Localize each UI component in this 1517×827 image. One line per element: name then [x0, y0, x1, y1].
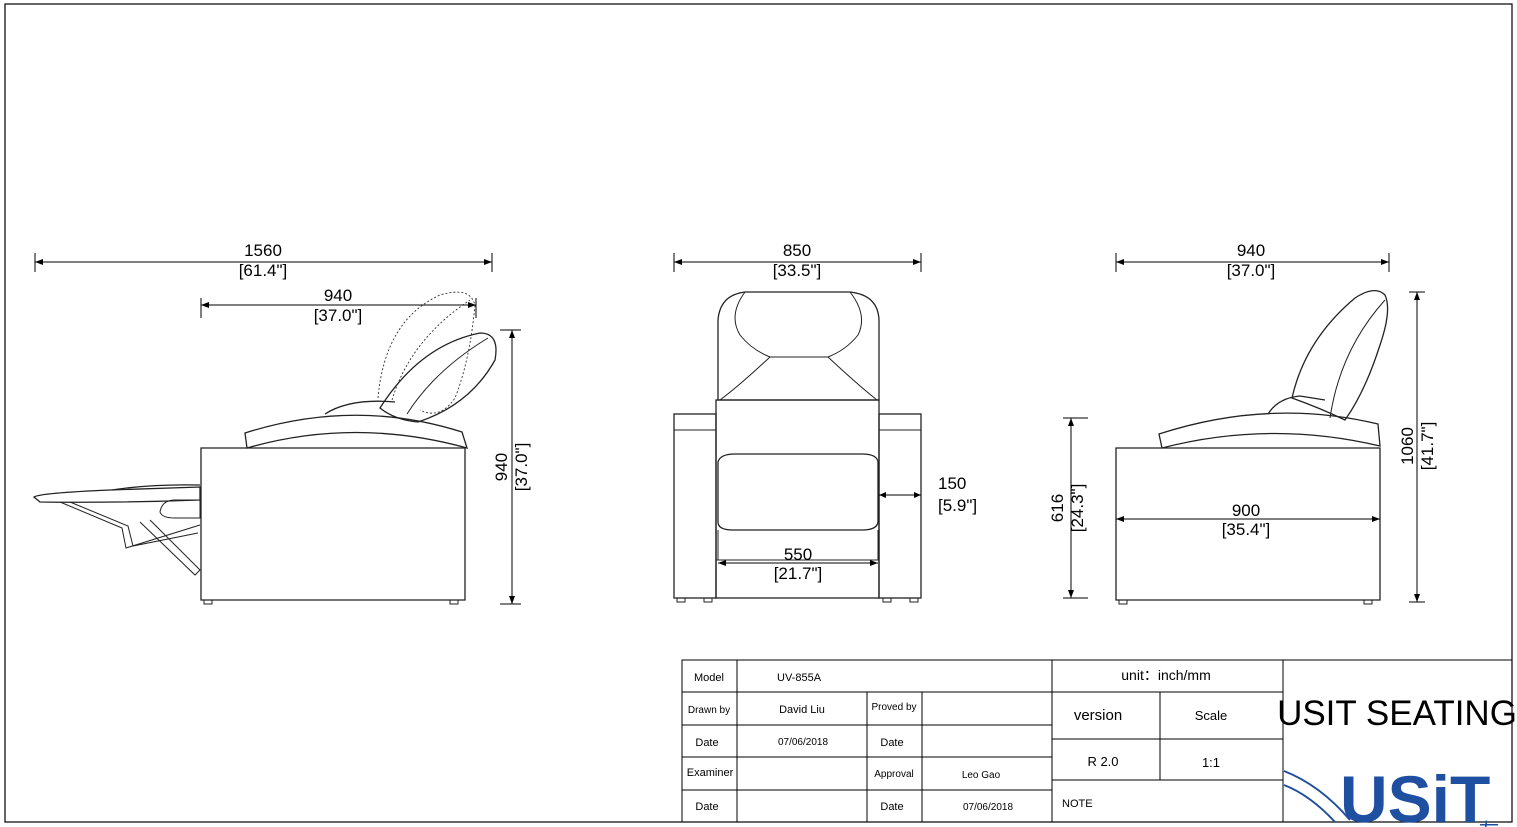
left-arm — [673, 413, 717, 599]
armrest — [244, 414, 468, 449]
armrest — [1158, 412, 1381, 449]
seat-cushion — [324, 400, 396, 415]
dim-seat-depth-inch: [37.0"] — [314, 306, 363, 325]
approval-date-value: 07/06/2018 — [963, 802, 1013, 813]
scale-value: 1:1 — [1202, 755, 1220, 770]
unit-text: unit：inch/mm — [1121, 667, 1210, 683]
front-view: 850 [33.5"] 550 [21.7"] 150 [5.9"] — [673, 241, 977, 603]
foot — [703, 597, 713, 603]
footrest-arm — [139, 519, 201, 576]
base-body — [200, 447, 466, 601]
dim-base-depth-inch: [35.4"] — [1222, 520, 1271, 539]
backrest-seam — [1329, 299, 1386, 419]
approval-label: Approval — [874, 769, 913, 780]
company-name: USIT SEATING — [1277, 694, 1517, 733]
backrest-seam — [406, 337, 489, 415]
dim-seat-depth-mm: 940 — [324, 286, 352, 305]
mechanism-pad — [159, 499, 201, 519]
usit-logo: USiT 友诚 — [1283, 762, 1500, 827]
date-label-4: Date — [880, 801, 903, 813]
foot — [203, 599, 213, 605]
logo-chinese: 友诚 — [1476, 820, 1500, 827]
backrest-seam-right — [827, 356, 878, 401]
dim-overall-height-mm: 1060 — [1398, 427, 1417, 465]
dim-height-inch: [37.0"] — [512, 443, 531, 492]
base-body — [1115, 447, 1381, 601]
dim-arm-height-mm: 616 — [1048, 494, 1067, 522]
model-label: Model — [694, 672, 724, 684]
seat-cushion — [1267, 395, 1326, 415]
backrest-reclined — [379, 332, 497, 423]
version-label: version — [1074, 707, 1122, 724]
drawn-by-label: Drawn by — [688, 705, 730, 716]
note-label: NOTE — [1062, 798, 1093, 810]
side-view: 940 [37.0"] 900 [35.4"] 616 [24.3"] 1060… — [1048, 241, 1437, 605]
model-value: UV-855A — [777, 672, 822, 684]
footrest-top — [111, 484, 201, 491]
footrest-sides — [717, 530, 879, 560]
right-arm — [878, 413, 922, 599]
approval-value: Leo Gao — [962, 770, 1001, 781]
date-label-3: Date — [695, 801, 718, 813]
dim-overall-width-mm: 1560 — [244, 241, 282, 260]
dim-front-width-mm: 850 — [783, 241, 811, 260]
dim-overall-width-inch: [61.4"] — [239, 261, 288, 280]
dim-arm-width-inch: [5.9"] — [938, 496, 977, 515]
dim-height-mm: 940 — [492, 453, 511, 481]
dim-seat-width-mm: 550 — [784, 545, 812, 564]
backrest — [717, 291, 880, 401]
footrest-linkage — [59, 501, 201, 549]
dim-side-depth-mm: 940 — [1237, 241, 1265, 260]
title-block: Model UV-855A Drawn by David Liu Proved … — [681, 659, 1517, 827]
dim-base-depth-mm: 900 — [1232, 501, 1260, 520]
dim-arm-height-inch: [24.3"] — [1068, 484, 1087, 533]
logo-text: USiT — [1340, 762, 1490, 827]
dim-seat-width-inch: [21.7"] — [774, 564, 823, 583]
examiner-label: Examiner — [687, 767, 734, 779]
date-label: Date — [695, 737, 718, 749]
backrest-upright-ghost-seam — [391, 299, 471, 401]
proved-by-label: Proved by — [871, 702, 916, 713]
headrest-panel — [734, 291, 863, 358]
date-label-2: Date — [880, 737, 903, 749]
version-value: R 2.0 — [1087, 754, 1118, 769]
date-value: 07/06/2018 — [778, 737, 828, 748]
foot — [909, 597, 919, 603]
backrest-seam-left — [719, 356, 771, 401]
dim-arm-width-mm: 150 — [938, 474, 966, 493]
footrest-linkage-2 — [69, 501, 199, 547]
backrest — [1291, 290, 1389, 421]
side-recline-view: 1560 [61.4"] 940 [37.0"] 940 [37.0"] — [32, 241, 531, 605]
foot — [449, 599, 459, 605]
dim-overall-height-inch: [41.7"] — [1418, 422, 1437, 471]
dim-side-depth-inch: [37.0"] — [1227, 261, 1276, 280]
scale-label: Scale — [1195, 708, 1228, 723]
foot — [882, 597, 892, 603]
foot — [676, 597, 686, 603]
backrest-upright-ghost — [377, 291, 476, 414]
dim-front-width-inch: [33.5"] — [773, 261, 822, 280]
seat-cushion — [717, 453, 879, 531]
drawn-by-value: David Liu — [779, 704, 825, 716]
